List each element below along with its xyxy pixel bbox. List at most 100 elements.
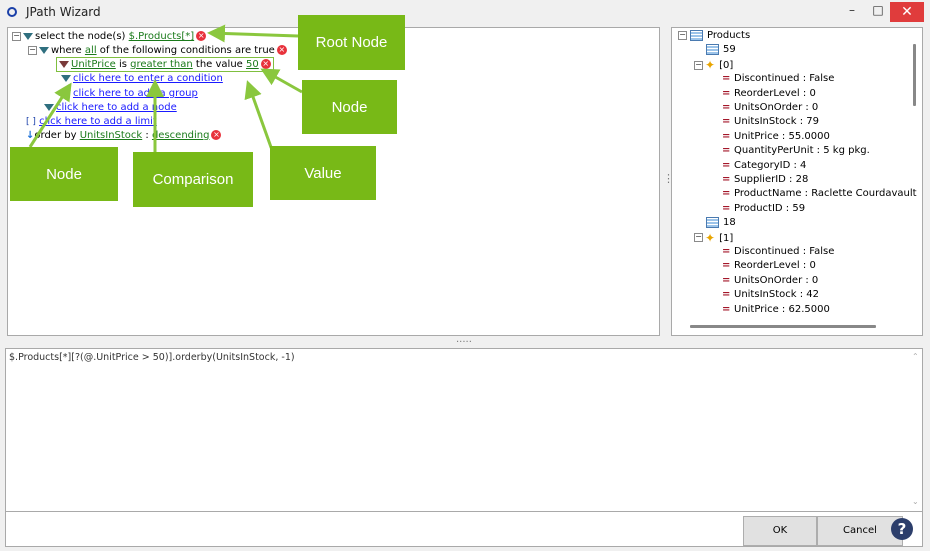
- value-link[interactable]: 50: [246, 59, 259, 70]
- tree-row[interactable]: =ProductName : Raclette Courdavault: [710, 187, 917, 201]
- property-icon: =: [722, 274, 731, 286]
- expand-collapse-icon[interactable]: −: [694, 59, 703, 70]
- object-icon: ✦: [705, 230, 716, 245]
- expression-scroll-down-icon[interactable]: ⌄: [912, 497, 919, 506]
- tree-row-label: SupplierID : 28: [734, 174, 809, 185]
- conditions-label: of the following conditions are true: [96, 45, 275, 56]
- tree-row-label: UnitsOnOrder : 0: [734, 102, 819, 113]
- add-node-link[interactable]: click here to add a node: [56, 102, 177, 113]
- tree-row-label: UnitPrice : 62.5000: [734, 303, 830, 315]
- tree-row-label: ReorderLevel : 0: [734, 87, 816, 99]
- tree-row-label: ReorderLevel : 0: [734, 260, 816, 272]
- property-icon: =: [722, 73, 731, 85]
- tree-row[interactable]: −✦[0]: [694, 58, 733, 72]
- tree-row[interactable]: =UnitsInStock : 79: [710, 115, 819, 129]
- root-node-link[interactable]: $.Products[*]: [128, 31, 195, 42]
- quantifier-link[interactable]: all: [84, 45, 97, 56]
- add-node-row: click here to add a node: [42, 101, 177, 115]
- window-title: JPath Wizard: [26, 5, 101, 19]
- tree-row[interactable]: =ReorderLevel : 0: [710, 87, 816, 101]
- order-by-row: ↓order by UnitsInStock : descending×: [26, 129, 222, 143]
- value-callout: Value: [270, 146, 376, 200]
- delete-icon[interactable]: ×: [260, 59, 271, 69]
- property-icon: =: [722, 87, 731, 99]
- where-label: where: [51, 45, 85, 56]
- comparison-callout: Comparison: [133, 152, 253, 207]
- limit-bracket-icon: [ ]: [26, 117, 36, 127]
- tree-row-label: UnitPrice : 55.0000: [734, 130, 830, 142]
- add-group-link[interactable]: click here to add a group: [73, 88, 198, 99]
- tree-row-label: Products: [707, 30, 751, 41]
- property-icon: =: [722, 174, 731, 185]
- object-icon: ✦: [705, 57, 716, 72]
- property-icon: =: [722, 246, 731, 257]
- tree-horizontal-scrollbar[interactable]: [690, 325, 876, 328]
- property-icon: =: [722, 260, 731, 272]
- property-icon: =: [722, 202, 731, 214]
- comparison-link[interactable]: greater than: [130, 59, 193, 70]
- cancel-button[interactable]: Cancel: [817, 516, 903, 546]
- condition-field-link[interactable]: UnitPrice: [71, 59, 116, 70]
- tree-row[interactable]: =CategoryID : 4: [710, 159, 806, 173]
- funnel-icon: [39, 46, 49, 54]
- tree-vertical-scrollbar[interactable]: [913, 44, 916, 106]
- horizontal-splitter[interactable]: .....: [456, 334, 472, 345]
- vertical-splitter[interactable]: ⋮: [663, 172, 674, 185]
- delete-icon[interactable]: ×: [196, 31, 207, 41]
- funnel-icon: [23, 32, 33, 40]
- tree-row[interactable]: 59: [694, 43, 736, 57]
- tree-row-label: Discontinued : False: [734, 73, 835, 85]
- tree-row-label: Discontinued : False: [734, 246, 835, 257]
- tree-row[interactable]: =UnitPrice : 62.5000: [710, 303, 830, 317]
- collapse-icon[interactable]: −: [28, 44, 37, 55]
- tree-row-label: [1]: [719, 232, 734, 244]
- expand-collapse-icon[interactable]: −: [678, 29, 687, 40]
- app-icon: [7, 7, 17, 17]
- expression-scroll-up-icon[interactable]: ⌃: [912, 352, 919, 361]
- tree-row[interactable]: =UnitsOnOrder : 0: [710, 101, 818, 115]
- expression-text[interactable]: $.Products[*][?(@.UnitPrice > 50)].order…: [9, 352, 295, 363]
- delete-icon[interactable]: ×: [211, 130, 222, 140]
- enter-condition-link[interactable]: click here to enter a condition: [73, 73, 223, 84]
- close-button[interactable]: ✕: [890, 2, 924, 22]
- table-icon: [690, 29, 703, 41]
- tree-row-label: 59: [723, 44, 736, 56]
- tree-row[interactable]: − Products: [678, 29, 750, 43]
- add-limit-link[interactable]: click here to add a limit: [39, 116, 157, 127]
- order-field-link[interactable]: UnitsInStock: [79, 130, 143, 141]
- tree-row[interactable]: −✦[1]: [694, 231, 733, 245]
- maximize-button[interactable]: □: [872, 3, 884, 17]
- property-icon: =: [722, 188, 731, 200]
- funnel-icon: [61, 89, 71, 97]
- delete-icon[interactable]: ×: [276, 45, 287, 55]
- condition-funnel-icon: [59, 60, 69, 68]
- is-label: is: [115, 59, 131, 70]
- property-icon: =: [722, 289, 731, 301]
- tree-row[interactable]: 18: [694, 216, 736, 230]
- tree-row[interactable]: =ProductID : 59: [710, 202, 805, 216]
- tree-row[interactable]: =Discontinued : False: [710, 245, 834, 259]
- tree-row[interactable]: =UnitsOnOrder : 0: [710, 274, 818, 288]
- expand-collapse-icon[interactable]: −: [694, 232, 703, 243]
- order-direction-link[interactable]: descending: [151, 130, 210, 141]
- help-icon[interactable]: ?: [891, 518, 913, 540]
- root-node-callout: Root Node: [298, 15, 405, 70]
- tree-row[interactable]: =UnitsInStock : 42: [710, 288, 819, 302]
- node-callout-left: Node: [10, 147, 118, 201]
- ok-button[interactable]: OK: [743, 516, 817, 546]
- property-icon: =: [722, 145, 731, 157]
- order-by-label: order by: [34, 130, 80, 141]
- tree-row[interactable]: =Discontinued : False: [710, 72, 834, 86]
- tree-row[interactable]: =UnitPrice : 55.0000: [710, 130, 830, 144]
- tree-row[interactable]: =QuantityPerUnit : 5 kg pkg.: [710, 144, 870, 158]
- where-row: − where all of the following conditions a…: [28, 44, 287, 58]
- collapse-icon[interactable]: −: [12, 30, 21, 41]
- tree-row[interactable]: =SupplierID : 28: [710, 173, 808, 187]
- property-icon: =: [722, 159, 731, 171]
- the-value-label: the value: [192, 59, 246, 70]
- tree-row[interactable]: =ReorderLevel : 0: [710, 259, 816, 273]
- property-icon: =: [722, 102, 731, 113]
- minimize-button[interactable]: –: [849, 3, 855, 17]
